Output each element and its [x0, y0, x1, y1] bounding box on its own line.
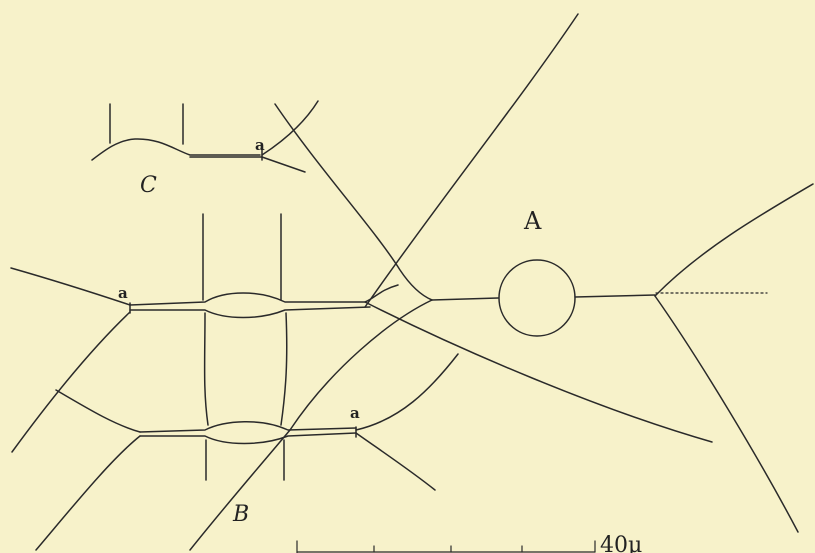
label-c: C [140, 173, 157, 198]
scale-bar-label: 40μ [600, 533, 642, 553]
upper-fibre-top [129, 284, 399, 306]
section-b-upper [10, 213, 399, 453]
fibre-from-circle-right [574, 294, 656, 298]
inset-c-branch-up [261, 100, 319, 156]
lower-fibre-bottom [139, 432, 357, 445]
fibre-upper-right-diagonal [364, 13, 579, 308]
lower-left-incoming [55, 389, 141, 433]
fibre-far-right-descend [654, 295, 799, 533]
connector-right [280, 312, 288, 426]
lower-right-up [355, 353, 459, 431]
crossing-fibre-lower [189, 429, 291, 551]
lower-left-descend [35, 435, 141, 551]
long-fibres [274, 13, 814, 533]
scale-bar-line [296, 540, 596, 553]
label-b: B [232, 502, 249, 527]
cell-circle [498, 259, 576, 337]
lower-right-down [355, 432, 436, 491]
cell-body-a [289, 259, 656, 431]
node-label-inset: a [255, 136, 265, 154]
lower-fibre-top [139, 421, 357, 433]
fibre-far-right-branch [654, 183, 814, 297]
upper-left-descend [11, 311, 131, 453]
fibre-to-circle-left [431, 297, 499, 301]
label-a-cell: A [523, 207, 542, 235]
node-label-upper-left: a [118, 284, 128, 302]
section-b-lower [35, 353, 459, 551]
scale-bar-ticks [373, 540, 596, 553]
fibre-steep-left [274, 103, 433, 301]
upper-fibre-bottom [129, 306, 371, 319]
node-label-lower-right: a [350, 404, 360, 422]
inset-c [91, 100, 319, 173]
upper-left-incoming [10, 267, 131, 306]
connector-left [203, 312, 209, 426]
inset-c-fibre-curve [91, 138, 261, 161]
section-b-connectors [203, 312, 288, 426]
fibre-lower-right-long [364, 301, 713, 443]
scale-bar: 40μ [296, 533, 642, 553]
fork-to-lower-left [289, 299, 433, 431]
inset-c-lower-fibre [189, 156, 306, 173]
